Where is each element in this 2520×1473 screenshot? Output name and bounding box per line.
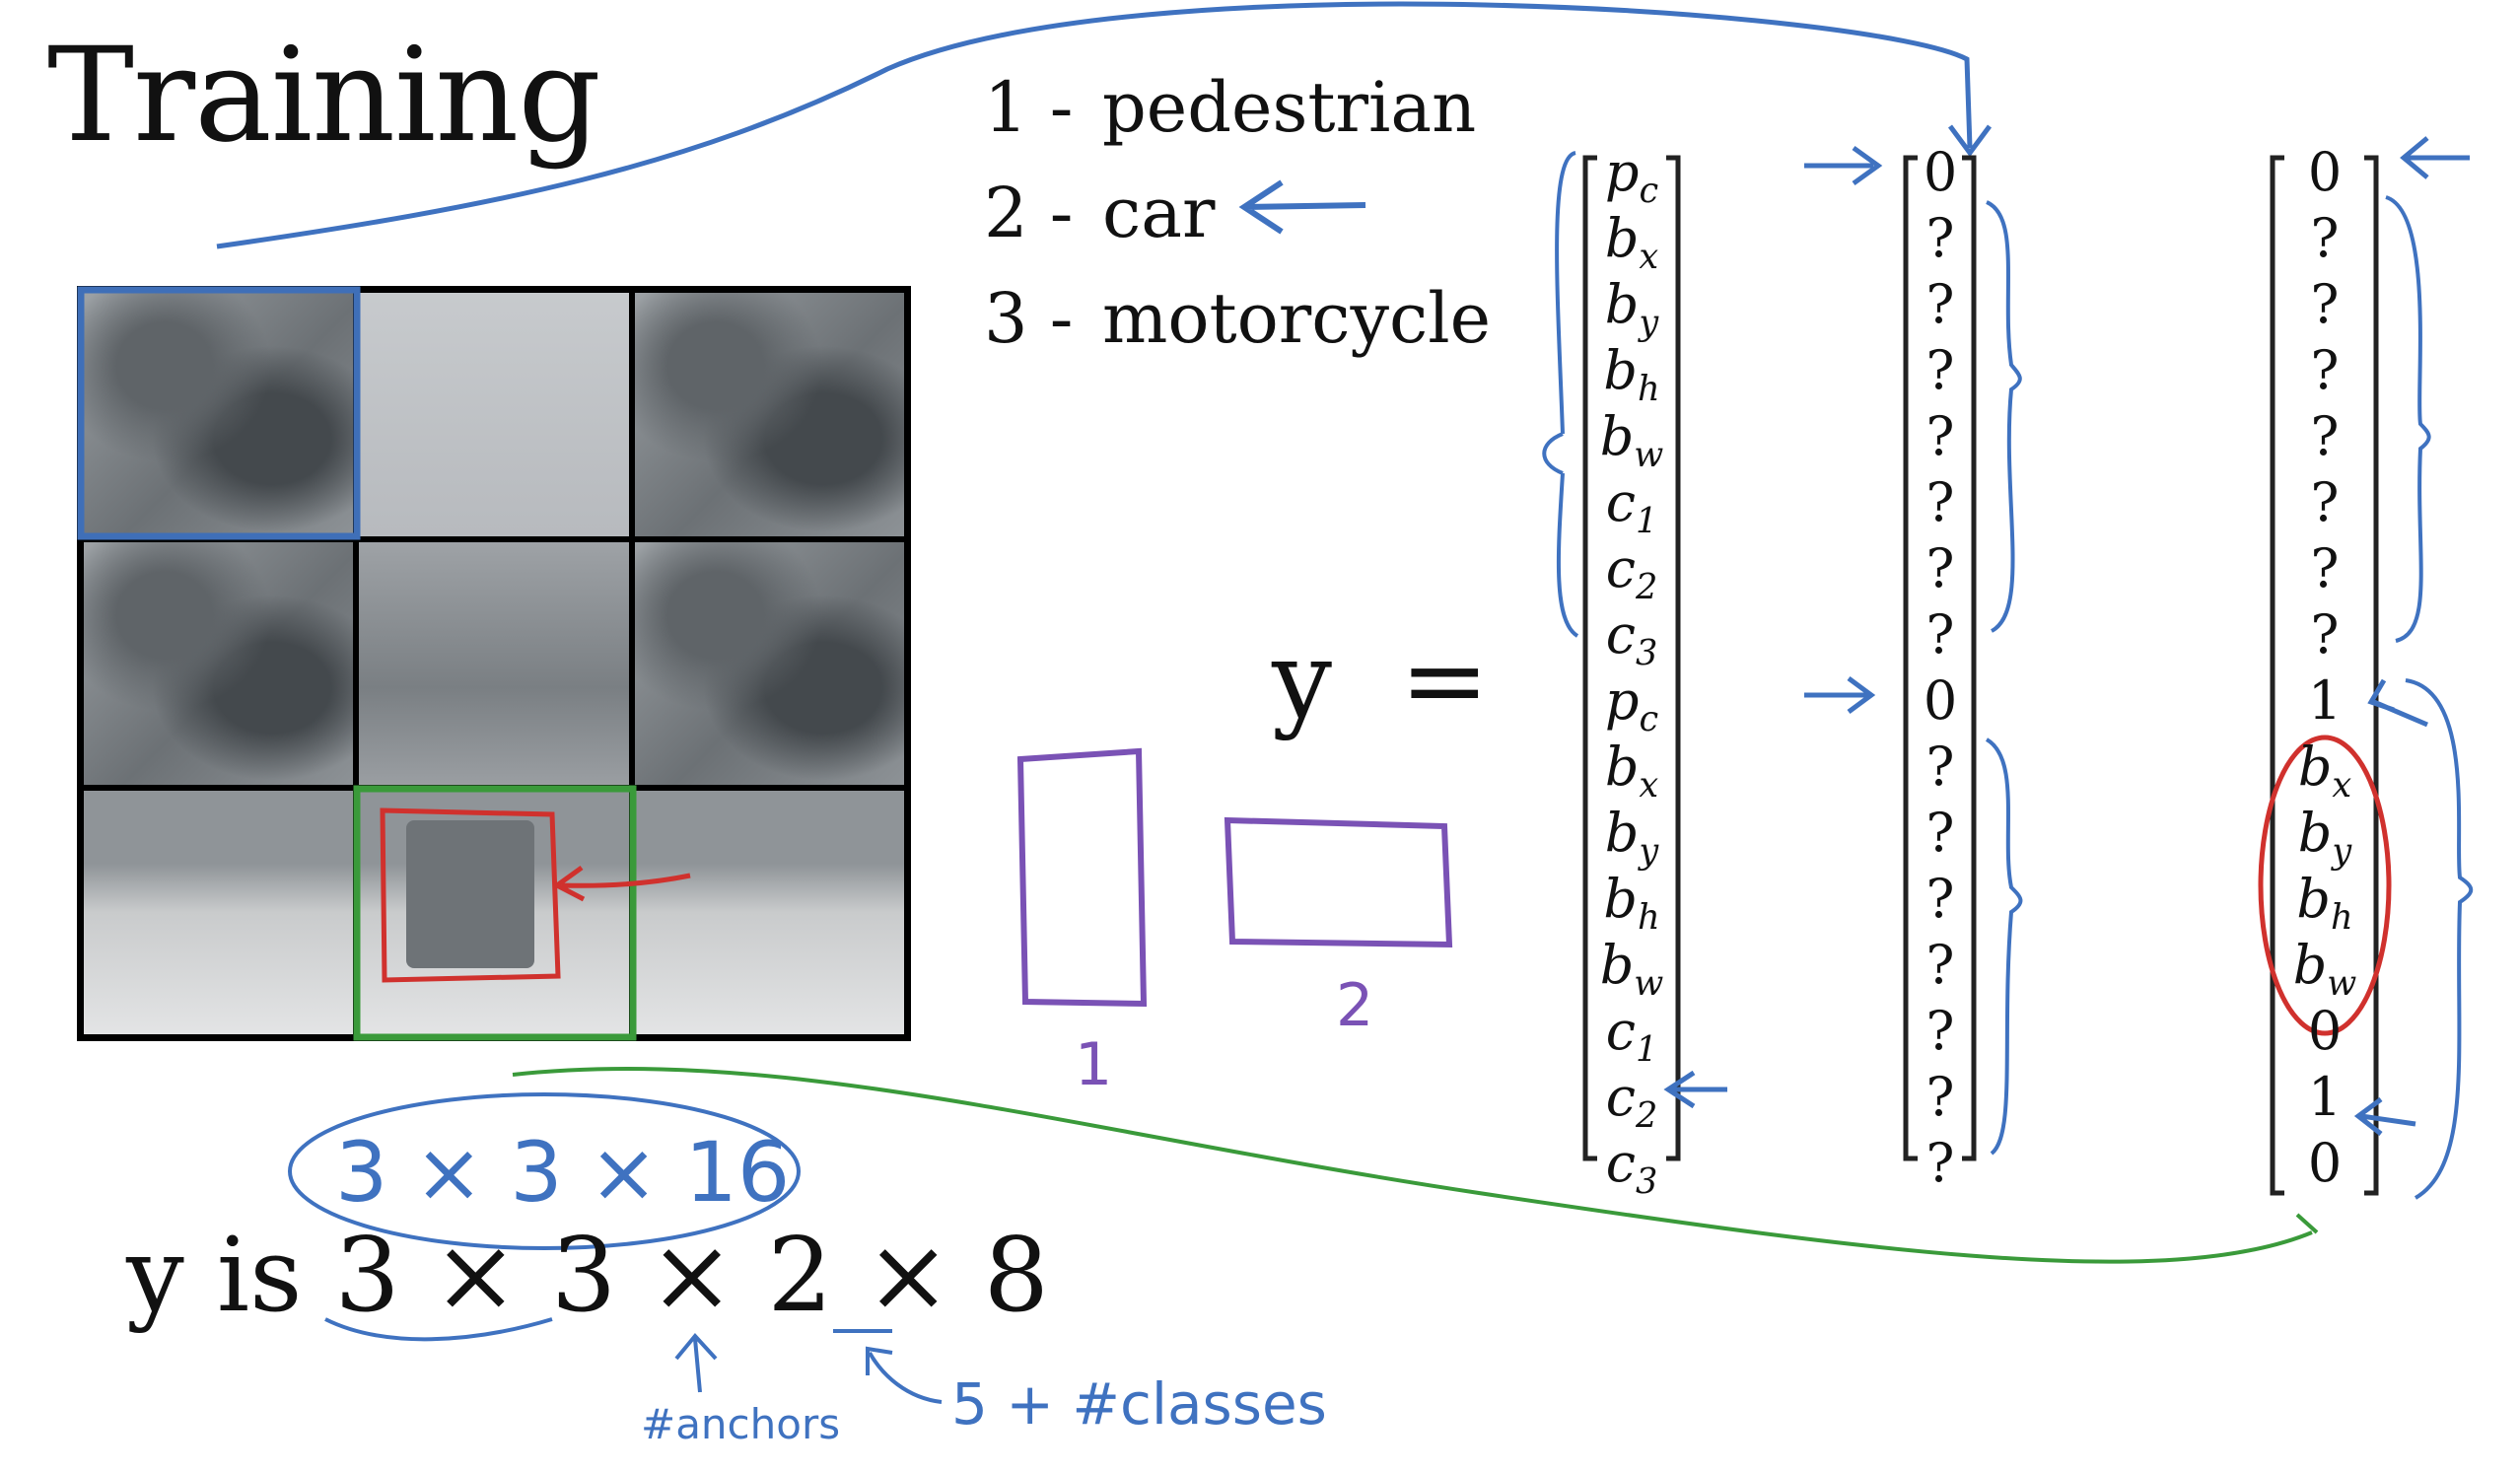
label-vector-entry: bw (1599, 405, 1664, 475)
class-item-1: 1 - pedestrian (984, 67, 1476, 148)
class-label: car (1102, 173, 1216, 253)
label-vector-entry: by (1604, 273, 1659, 343)
vector-2-entry: 1 (2307, 1066, 2343, 1128)
handwritten-shape: 3 × 3 × 16 (335, 1124, 791, 1221)
grid-cell (84, 541, 354, 786)
grid-cell (359, 293, 629, 536)
class-num: 1 - (984, 67, 1074, 148)
label-vector-entry: c1 (1605, 471, 1658, 541)
green-cell-highlight (353, 785, 637, 1041)
vector-1-entry: ? (1925, 273, 1955, 335)
class-num: 3 - (984, 278, 1074, 359)
vector-1-entry: 0 (1923, 141, 1958, 203)
page-title: Training (47, 20, 601, 172)
vector-brackets (1582, 155, 2379, 1196)
shape-ellipse (288, 1092, 801, 1250)
red-arrow (552, 865, 691, 902)
grid-cell (84, 791, 354, 1034)
grid-cell (84, 293, 354, 536)
label-vector-entry: bh (1603, 339, 1660, 409)
grid-cell (634, 791, 904, 1034)
blue-cell-highlight (77, 286, 361, 540)
label-vector-entry: by (1604, 802, 1659, 872)
vector-2-entry: ? (2310, 339, 2340, 401)
blue-curve-arrow (216, 1, 1993, 249)
vector-2-entry: bx (2297, 736, 2352, 806)
vector-2-entry: bw (2292, 934, 2357, 1004)
vector-1-entry: 0 (1923, 669, 1958, 732)
car-bounding-box (380, 807, 561, 983)
label-vector-entry: bh (1603, 868, 1660, 938)
label-vector-entry: c3 (1605, 603, 1658, 673)
label-vector-entry: pc (1604, 141, 1659, 211)
vector-1-entry: ? (1925, 736, 1955, 798)
vector-1-entry: ? (1925, 405, 1955, 467)
vector-2-entry: ? (2310, 207, 2340, 269)
vector-1-entry: ? (1925, 471, 1955, 533)
vector-2-entry: ? (2310, 471, 2340, 533)
class-num: 2 - (984, 173, 1074, 253)
label-vector-entry: pc (1604, 669, 1659, 739)
class-label: motorcycle (1102, 278, 1492, 359)
vector-2-entry: ? (2310, 537, 2340, 599)
anchor-box-1 (1016, 747, 1148, 1008)
equation-lhs: y (1272, 619, 1333, 742)
anchor-label-1: 1 (1075, 1030, 1113, 1099)
vector-2-entry: 0 (2307, 1132, 2343, 1194)
vector-1-entry: ? (1925, 1066, 1955, 1128)
y-shape-prefix: y is (126, 1215, 303, 1335)
vector-1-entry: ? (1925, 1000, 1955, 1062)
green-curve-arrow (512, 1067, 2319, 1264)
grid-cell (634, 293, 904, 536)
vector-1-entry: ? (1925, 603, 1955, 666)
vector-1-entry: ? (1925, 934, 1955, 996)
red-circle (2258, 735, 2392, 1036)
grid-cell (359, 541, 629, 786)
label-vector-entry: bx (1604, 736, 1659, 806)
car-image (406, 820, 535, 969)
grid-cell-car (359, 791, 629, 1034)
class-item-2: 2 - car (984, 173, 1215, 253)
grid-cell (634, 541, 904, 786)
vector-1-entry: ? (1925, 802, 1955, 864)
vector-1-entry: ? (1925, 868, 1955, 930)
vector-2-entry: 0 (2307, 141, 2343, 203)
anchor-label-2: 2 (1336, 971, 1374, 1040)
vector-2-entry: ? (2310, 603, 2340, 666)
label-vector-entry: c3 (1605, 1132, 1658, 1202)
vector-1-entry: ? (1925, 537, 1955, 599)
vector-1-entry: ? (1925, 1132, 1955, 1194)
vector-1-entry: ? (1925, 339, 1955, 401)
equation-sign: = (1400, 619, 1490, 742)
class-item-3: 3 - motorcycle (984, 278, 1491, 359)
class-label: pedestrian (1102, 67, 1477, 148)
anchors-note: #anchors (641, 1400, 841, 1448)
y-shape: y is 3 × 3 × 2 × 8 (126, 1215, 1049, 1335)
vector-2-entry: 0 (2307, 1000, 2343, 1062)
vector-2-entry: bh (2296, 868, 2353, 938)
vector-1-entry: ? (1925, 207, 1955, 269)
vector-2-entry: by (2297, 802, 2352, 872)
car-arrow (1238, 179, 1366, 235)
label-vector-entry: bx (1604, 207, 1659, 277)
vector-2-entry: ? (2310, 273, 2340, 335)
y-shape-expr: 3 × 3 × 2 × 8 (334, 1215, 1049, 1335)
image-grid (77, 286, 911, 1041)
anchor-box-2 (1224, 816, 1453, 948)
classes-note: 5 + #classes (951, 1370, 1327, 1438)
vector-2-entry: ? (2310, 405, 2340, 467)
label-vector-entry: c2 (1605, 1066, 1658, 1136)
label-vector-entry: bw (1599, 934, 1664, 1004)
label-vector-entry: c2 (1605, 537, 1658, 607)
vector-2-entry: 1 (2307, 669, 2343, 732)
label-vector-entry: c1 (1605, 1000, 1658, 1070)
